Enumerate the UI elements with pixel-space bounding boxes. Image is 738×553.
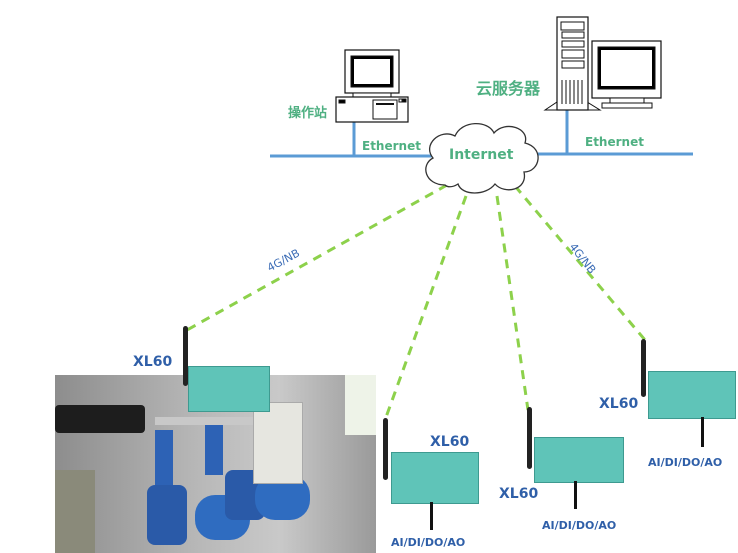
device-body (534, 437, 624, 483)
device-model-label-3: XL60 (499, 486, 539, 502)
antenna-icon (527, 407, 532, 469)
operator-station-label: 操作站 (288, 106, 328, 121)
server-tower-icon (543, 16, 602, 111)
antenna-icon (183, 326, 188, 386)
internet-cloud-icon (425, 122, 539, 194)
device-io-label-4: AI/DI/DO/AO (648, 456, 723, 469)
server-monitor-icon (591, 40, 662, 109)
wireless-link-2 (383, 195, 468, 421)
ethernet-label-right: Ethernet (585, 135, 644, 149)
device-io-label-3: AI/DI/DO/AO (542, 519, 617, 532)
device-io-label-2: AI/DI/DO/AO (391, 536, 466, 549)
device-model-label-2: XL60 (430, 434, 470, 450)
device-model-label-4: XL60 (599, 396, 639, 412)
device-model-label-1: XL60 (133, 354, 173, 370)
wireless-link-3 (495, 195, 530, 411)
cloud-server-label: 云服务器 (476, 79, 541, 98)
device-body (648, 371, 736, 419)
xl60-device-1 (183, 326, 270, 412)
io-cable (574, 481, 577, 509)
pipe-shape (55, 405, 145, 433)
xl60-device-4 (641, 339, 736, 449)
xl60-device-2 (383, 418, 479, 530)
internet-label: Internet (449, 147, 514, 163)
antenna-icon (383, 418, 388, 480)
device-body (391, 452, 479, 504)
io-cable (430, 502, 433, 530)
control-cabinet (253, 402, 303, 484)
io-cable (701, 417, 704, 447)
ethernet-label-left: Ethernet (362, 139, 421, 153)
xl60-device-3 (527, 407, 624, 509)
antenna-icon (641, 339, 646, 397)
operator-computer-icon (335, 49, 409, 123)
wireless-link-1 (186, 183, 448, 332)
wireless-link-4 (513, 185, 647, 341)
device-body (188, 366, 270, 412)
